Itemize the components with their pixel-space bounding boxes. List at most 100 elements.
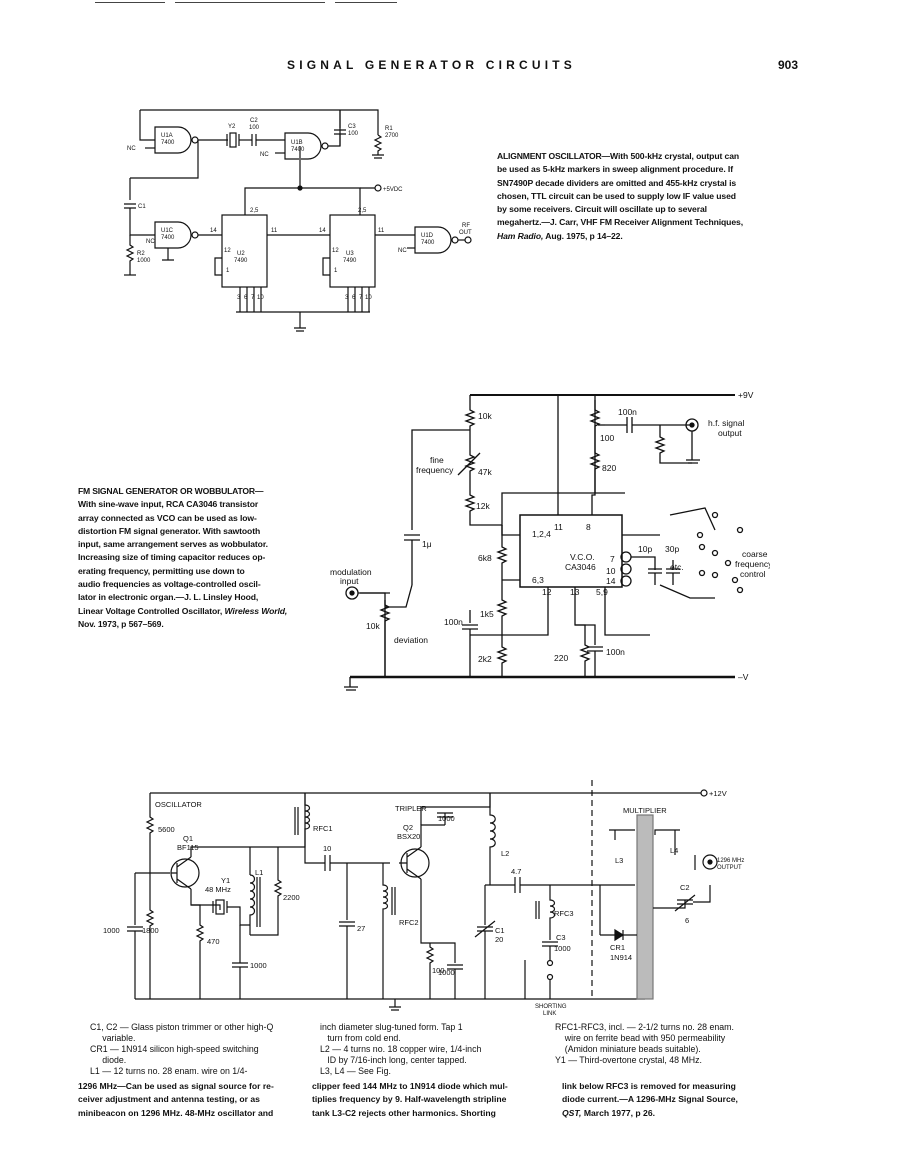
svg-text:1: 1 (334, 268, 338, 274)
svg-text:C3: C3 (348, 124, 356, 130)
alignment-oscillator-caption: ALIGNMENT OSCILLATOR—With 500-kHz crysta… (497, 151, 743, 241)
svg-text:100: 100 (432, 966, 445, 975)
svg-text:7490: 7490 (343, 258, 357, 264)
svg-text:C1: C1 (495, 926, 505, 935)
svg-text:14: 14 (210, 228, 217, 234)
svg-text:U2: U2 (237, 251, 245, 257)
svg-text:14: 14 (319, 228, 326, 234)
svg-text:7: 7 (359, 295, 363, 301)
l3-stripline (636, 814, 654, 1000)
svg-text:10: 10 (365, 295, 372, 301)
uhf-caption-col3: link below RFC3 is removed for measuring… (562, 1081, 738, 1118)
svg-text:1,2,4: 1,2,4 (532, 529, 551, 539)
svg-text:100: 100 (249, 125, 260, 131)
svg-text:1000: 1000 (250, 961, 267, 970)
svg-text:C1: C1 (138, 204, 146, 210)
svg-text:100n: 100n (444, 617, 463, 627)
svg-text:7400: 7400 (161, 140, 175, 146)
uhf-caption-col1: 1296 MHz—Can be used as signal source fo… (78, 1081, 274, 1118)
svg-text:output: output (718, 428, 742, 438)
svg-text:U1C: U1C (161, 228, 174, 234)
svg-text:NC: NC (260, 152, 269, 158)
svg-text:11: 11 (378, 228, 385, 234)
uhf-source-schematic: +12V OSCILLATOR TRIPLER MULTIPLIER 5600 … (103, 780, 744, 1017)
svg-text:h.f. signal: h.f. signal (708, 418, 744, 428)
svg-text:1000: 1000 (103, 926, 120, 935)
svg-text:100n: 100n (606, 647, 625, 657)
svg-text:1μ: 1μ (422, 539, 432, 549)
svg-text:U1D: U1D (421, 233, 434, 239)
svg-text:modulation: modulation (330, 567, 372, 577)
component-notes-col3: RFC1-RFC3, incl. — 2-1/2 turns no. 28 en… (555, 1022, 734, 1065)
svg-text:L3: L3 (615, 856, 623, 865)
svg-text:10: 10 (606, 566, 616, 576)
svg-text:CA3046: CA3046 (565, 562, 596, 572)
svg-text:1296 MHz: 1296 MHz (717, 858, 744, 864)
svg-text:27: 27 (357, 924, 365, 933)
svg-text:48 MHz: 48 MHz (205, 885, 231, 894)
svg-text:3: 3 (345, 295, 349, 301)
u1a-label: U1A (161, 133, 173, 139)
vco-ca3046 (519, 514, 623, 588)
svg-text:6,3: 6,3 (532, 575, 544, 585)
svg-text:CR1: CR1 (610, 943, 625, 952)
svg-text:1000: 1000 (137, 258, 151, 264)
svg-text:2700: 2700 (385, 133, 399, 139)
svg-text:7: 7 (610, 554, 615, 564)
alignment-oscillator-schematic: U1A 7400 NC Y2 C2 100 U1B 7400 NC C3 100… (124, 109, 472, 332)
svg-text:6k8: 6k8 (478, 553, 492, 563)
svg-text:10: 10 (257, 295, 264, 301)
u1c-gate (154, 221, 192, 249)
svg-text:1000: 1000 (438, 968, 455, 977)
svg-text:LINK: LINK (543, 1011, 556, 1017)
svg-text:1k5: 1k5 (480, 609, 494, 619)
svg-text:Q2: Q2 (403, 823, 413, 832)
svg-text:OUTPUT: OUTPUT (717, 865, 742, 871)
svg-text:OSCILLATOR: OSCILLATOR (155, 800, 202, 809)
svg-text:10p: 10p (638, 544, 652, 554)
svg-text:R1: R1 (385, 126, 393, 132)
svg-text:deviation: deviation (394, 635, 428, 645)
svg-text:TRIPLER: TRIPLER (395, 804, 427, 813)
svg-text:L1: L1 (255, 868, 263, 877)
svg-text:L2: L2 (501, 849, 509, 858)
svg-text:NC: NC (398, 248, 407, 254)
svg-text:47k: 47k (478, 467, 492, 477)
fm-generator-caption: FM SIGNAL GENERATOR OR WOBBULATOR— With … (78, 486, 288, 629)
svg-text:11: 11 (554, 522, 563, 532)
svg-text:+12V: +12V (709, 789, 727, 798)
svg-text:Y1: Y1 (221, 876, 230, 885)
svg-text:control: control (740, 569, 766, 579)
svg-text:14: 14 (606, 576, 616, 586)
svg-text:C2: C2 (680, 883, 690, 892)
u1a-gate (154, 126, 192, 154)
svg-text:Y2: Y2 (228, 124, 236, 130)
svg-text:7400: 7400 (421, 240, 435, 246)
svg-text:7400: 7400 (161, 235, 175, 241)
u1b-gate (284, 132, 322, 160)
component-notes-col1: C1, C2 — Glass piston trimmer or other h… (90, 1022, 274, 1076)
svg-text:820: 820 (602, 463, 616, 473)
vcc-label: +5VDC (383, 187, 403, 193)
svg-text:2,5: 2,5 (250, 208, 259, 214)
svg-text:5,9: 5,9 (596, 587, 608, 597)
svg-text:2,5: 2,5 (358, 208, 367, 214)
y2-crystal (229, 132, 237, 148)
svg-text:20: 20 (495, 935, 503, 944)
svg-text:1000: 1000 (554, 944, 571, 953)
svg-text:30p: 30p (665, 544, 679, 554)
u3-counter (329, 214, 376, 288)
svg-text:6: 6 (685, 916, 689, 925)
svg-text:U1B: U1B (291, 140, 303, 146)
svg-text:MULTIPLIER: MULTIPLIER (623, 806, 667, 815)
svg-text:input: input (340, 576, 359, 586)
svg-text:RF: RF (462, 223, 470, 229)
svg-text:7400: 7400 (291, 147, 305, 153)
svg-text:10k: 10k (366, 621, 380, 631)
svg-text:4.7: 4.7 (511, 867, 521, 876)
svg-text:1000: 1000 (438, 814, 455, 823)
svg-text:100: 100 (348, 131, 359, 137)
svg-text:NC: NC (146, 239, 155, 245)
svg-text:470: 470 (207, 937, 220, 946)
svg-text:12: 12 (542, 587, 552, 597)
